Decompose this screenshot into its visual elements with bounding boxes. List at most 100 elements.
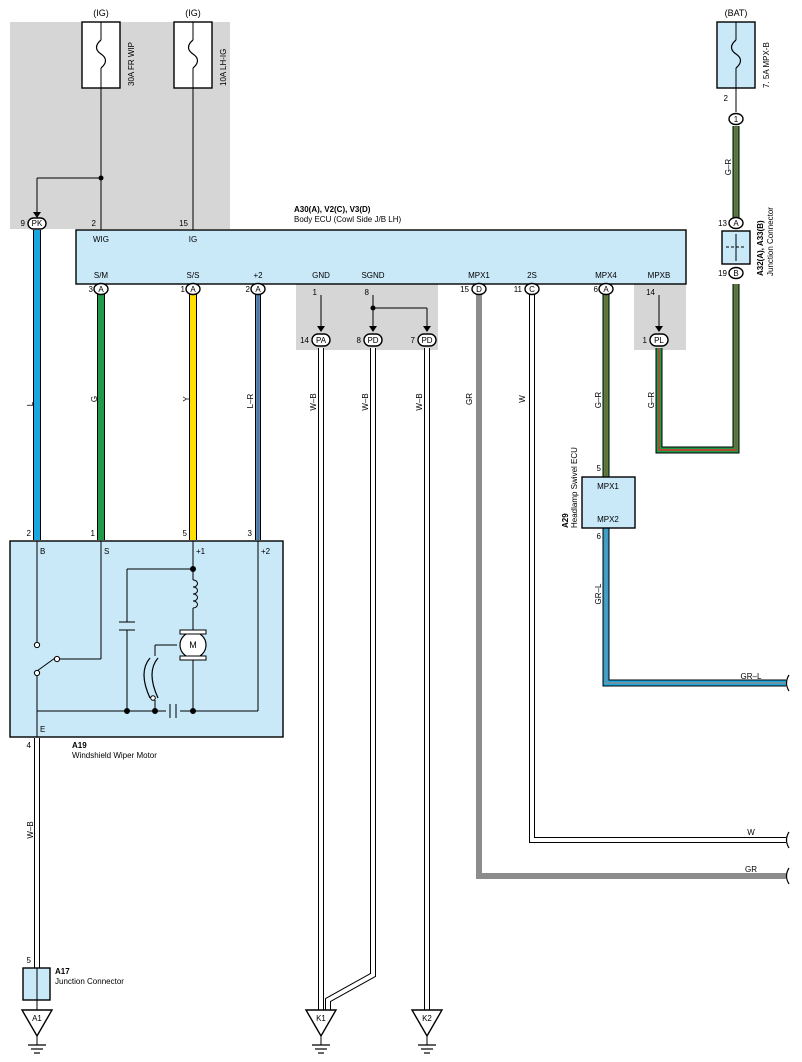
svg-text:PL: PL: [654, 336, 664, 345]
svg-text:2: 2: [92, 219, 97, 228]
svg-text:(BAT): (BAT): [725, 8, 748, 18]
svg-text:5: 5: [27, 956, 32, 965]
ground-a1: A1: [20, 1009, 54, 1054]
svg-text:Headlamp Swivel ECU: Headlamp Swivel ECU: [570, 447, 579, 528]
svg-text:Windshield Wiper Motor: Windshield Wiper Motor: [72, 751, 157, 760]
svg-text:WIG: WIG: [93, 235, 109, 244]
svg-text:A32(A), A33(B): A32(A), A33(B): [756, 220, 765, 276]
svg-text:S/S: S/S: [187, 271, 200, 280]
svg-text:A17: A17: [55, 967, 70, 976]
svg-text:1: 1: [734, 115, 739, 124]
svg-text:A30(A), V2(C), V3(D): A30(A), V2(C), V3(D): [294, 205, 371, 214]
svg-text:W–B: W–B: [415, 393, 424, 410]
svg-text:15: 15: [460, 285, 469, 294]
svg-text:G–R: G–R: [594, 392, 603, 409]
svg-text:11: 11: [514, 285, 523, 294]
svg-text:C: C: [529, 285, 535, 294]
svg-text:10A LH-IG: 10A LH-IG: [219, 49, 228, 86]
svg-text:B: B: [40, 547, 45, 556]
svg-text:14: 14: [300, 336, 309, 345]
svg-text:Junction Connector: Junction Connector: [766, 207, 775, 276]
svg-text:30A FR WIP: 30A FR WIP: [127, 42, 136, 86]
svg-text:IG: IG: [189, 235, 197, 244]
svg-text:13: 13: [718, 219, 727, 228]
svg-text:7. 5A MPX-B: 7. 5A MPX-B: [762, 42, 771, 88]
svg-text:8: 8: [357, 336, 362, 345]
svg-text:W–B: W–B: [361, 393, 370, 410]
svg-text:G–R: G–R: [647, 392, 656, 409]
ecu-pin-connectors: 3 A 1 A 2 A 1 8 15 D 11 C 6 A 14: [89, 282, 656, 297]
svg-text:W: W: [518, 395, 527, 403]
svg-text:5: 5: [597, 464, 602, 473]
svg-text:K2: K2: [422, 1014, 432, 1023]
motor-circuit: [33, 541, 259, 737]
wire-labels: L G Y L–R W–B W–B W–B GR W G–R G–R G–R G…: [26, 159, 762, 874]
svg-text:7: 7: [411, 336, 416, 345]
svg-text:L: L: [26, 401, 35, 406]
svg-text:A: A: [190, 285, 196, 294]
junction-connector-a17: 5 A17 Junction Connector: [22, 956, 124, 1001]
svg-text:6: 6: [594, 285, 599, 294]
svg-text:D: D: [476, 285, 482, 294]
svg-text:+2: +2: [253, 271, 263, 280]
svg-text:A: A: [98, 285, 104, 294]
svg-text:(IG): (IG): [93, 8, 109, 18]
svg-text:3: 3: [248, 529, 253, 538]
svg-text:19: 19: [718, 269, 727, 278]
svg-text:W–B: W–B: [309, 393, 318, 410]
ground-k2: K2: [410, 1009, 444, 1054]
wires: [33, 88, 790, 1010]
svg-text:W: W: [747, 828, 755, 837]
svg-text:GR–L: GR–L: [594, 583, 603, 604]
svg-text:5: 5: [183, 529, 188, 538]
svg-text:Y: Y: [182, 396, 191, 402]
svg-text:Junction Connector: Junction Connector: [55, 977, 124, 986]
fuse-1: (IG) 30A FR WIP: [81, 8, 136, 89]
svg-text:M: M: [189, 640, 197, 650]
fuse-icon: [730, 39, 742, 69]
svg-text:1: 1: [91, 529, 96, 538]
svg-text:6: 6: [597, 532, 602, 541]
svg-text:PD: PD: [367, 336, 378, 345]
svg-text:MPX1: MPX1: [468, 271, 490, 280]
svg-text:4: 4: [27, 741, 32, 750]
svg-text:PK: PK: [32, 219, 43, 228]
junction-connector-a32: 1 13 A 19 B A32(A), A33(B) Junction Conn…: [718, 112, 775, 280]
svg-text:GR–L: GR–L: [741, 672, 762, 681]
svg-text:SGND: SGND: [361, 271, 384, 280]
svg-text:G–R: G–R: [724, 159, 733, 176]
svg-text:K1: K1: [316, 1014, 326, 1023]
svg-text:+1: +1: [196, 547, 206, 556]
svg-text:A1: A1: [32, 1014, 42, 1023]
svg-text:1: 1: [313, 288, 318, 297]
svg-text:9: 9: [21, 219, 26, 228]
wiper-motor: 2 1 5 3 B S +1 +2 E: [9, 529, 284, 760]
fuse-icon: [95, 39, 107, 69]
svg-text:A: A: [733, 219, 739, 228]
svg-text:2S: 2S: [527, 271, 537, 280]
svg-text:2: 2: [27, 529, 32, 538]
svg-text:GND: GND: [312, 271, 330, 280]
svg-text:MPX1: MPX1: [597, 482, 619, 491]
svg-text:PA: PA: [316, 336, 327, 345]
svg-text:PD: PD: [421, 336, 432, 345]
fuse-icon: [187, 39, 199, 69]
svg-text:Body ECU (Cowl Side J/B LH): Body ECU (Cowl Side J/B LH): [294, 215, 401, 224]
svg-text:1: 1: [643, 336, 648, 345]
fuse-2: (IG) 10A LH-IG: [173, 8, 228, 89]
svg-text:GR: GR: [465, 393, 474, 405]
svg-text:S/M: S/M: [94, 271, 109, 280]
svg-text:W–B: W–B: [26, 821, 35, 838]
svg-text:B: B: [733, 269, 738, 278]
svg-text:1: 1: [181, 285, 186, 294]
svg-text:L–R: L–R: [246, 393, 255, 408]
svg-text:MPXB: MPXB: [648, 271, 671, 280]
ground-k1: K1: [304, 1009, 338, 1054]
svg-text:14: 14: [646, 288, 655, 297]
svg-text:E: E: [40, 725, 45, 734]
svg-text:A: A: [255, 285, 261, 294]
svg-text:S: S: [104, 547, 109, 556]
svg-text:A19: A19: [72, 741, 87, 750]
svg-text:A: A: [603, 285, 609, 294]
